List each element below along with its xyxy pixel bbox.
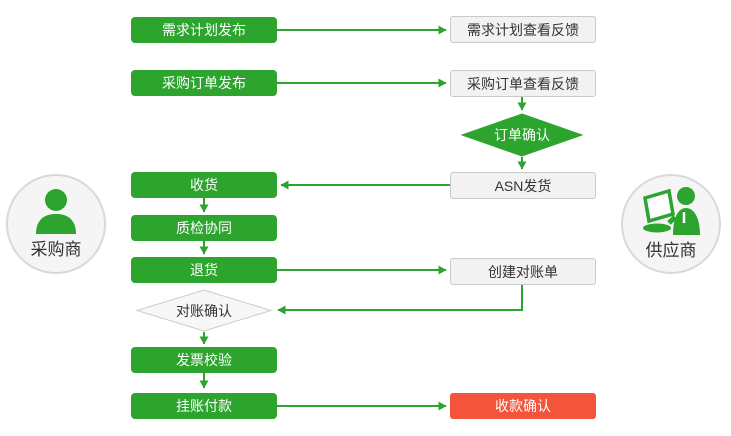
node-purchase-order-publish: 采购订单发布 <box>131 70 277 96</box>
node-invoice-verification: 发票校验 <box>131 347 277 373</box>
actor-buyer: 采购商 <box>6 174 106 274</box>
node-receipt-confirmation: 收款确认 <box>450 393 596 419</box>
actor-buyer-label: 采购商 <box>30 240 82 259</box>
diamond-shape <box>135 289 273 332</box>
diamond-label: 对账确认 <box>176 302 232 319</box>
actor-supplier-label: 供应商 <box>645 241 697 260</box>
node-demand-plan-feedback: 需求计划查看反馈 <box>450 16 596 43</box>
node-demand-plan-publish: 需求计划发布 <box>131 17 277 43</box>
diamond-label: 订单确认 <box>494 127 550 143</box>
edge-statement-to-confirm <box>277 284 523 315</box>
diamond-shape <box>460 113 584 157</box>
node-purchase-order-feedback: 采购订单查看反馈 <box>450 70 596 97</box>
node-order-confirmation-decision: 订单确认 <box>460 113 584 157</box>
node-statement-confirmation-decision: 对账确认 <box>135 289 273 332</box>
person-laptop-icon <box>643 187 700 235</box>
node-asn-shipment: ASN发货 <box>450 172 596 199</box>
node-return-goods: 退货 <box>131 257 277 283</box>
person-icon <box>36 189 76 234</box>
node-receive-goods: 收货 <box>131 172 277 198</box>
node-quality-inspection: 质检协同 <box>131 215 277 241</box>
actor-supplier: 供应商 <box>621 174 721 274</box>
node-create-statement: 创建对账单 <box>450 258 596 285</box>
node-payment-on-account: 挂账付款 <box>131 393 277 419</box>
